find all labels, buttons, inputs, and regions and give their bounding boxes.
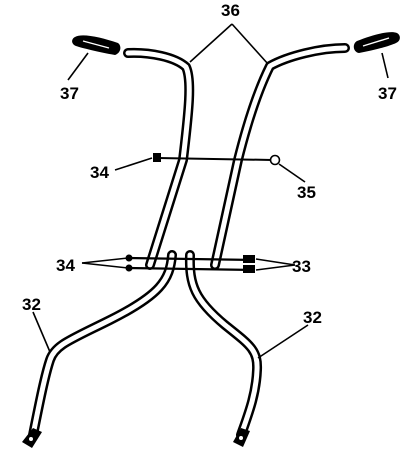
callout-34-lower: 34 xyxy=(56,256,75,275)
callout-35: 35 xyxy=(297,183,316,202)
lower-tube-right xyxy=(184,250,263,440)
callout-32-right: 32 xyxy=(303,308,322,327)
callout-37-left: 37 xyxy=(60,84,79,103)
callout-37-right: 37 xyxy=(378,84,397,103)
leader-lines xyxy=(32,23,389,359)
lower-cross-bolts xyxy=(125,254,256,273)
upper-handle-left xyxy=(123,47,195,270)
callout-34-upper: 34 xyxy=(90,163,109,182)
upper-handle-right xyxy=(210,43,350,270)
grip-right-icon xyxy=(353,32,400,53)
callout-32-left: 32 xyxy=(22,295,41,314)
grip-left-icon xyxy=(72,35,121,55)
foot-end-right xyxy=(233,428,250,447)
callout-36: 36 xyxy=(221,1,240,20)
callout-33: 33 xyxy=(292,257,311,276)
upper-cross-bolt xyxy=(153,153,281,166)
lower-tube-left xyxy=(28,250,177,440)
foot-end-left xyxy=(22,428,42,448)
